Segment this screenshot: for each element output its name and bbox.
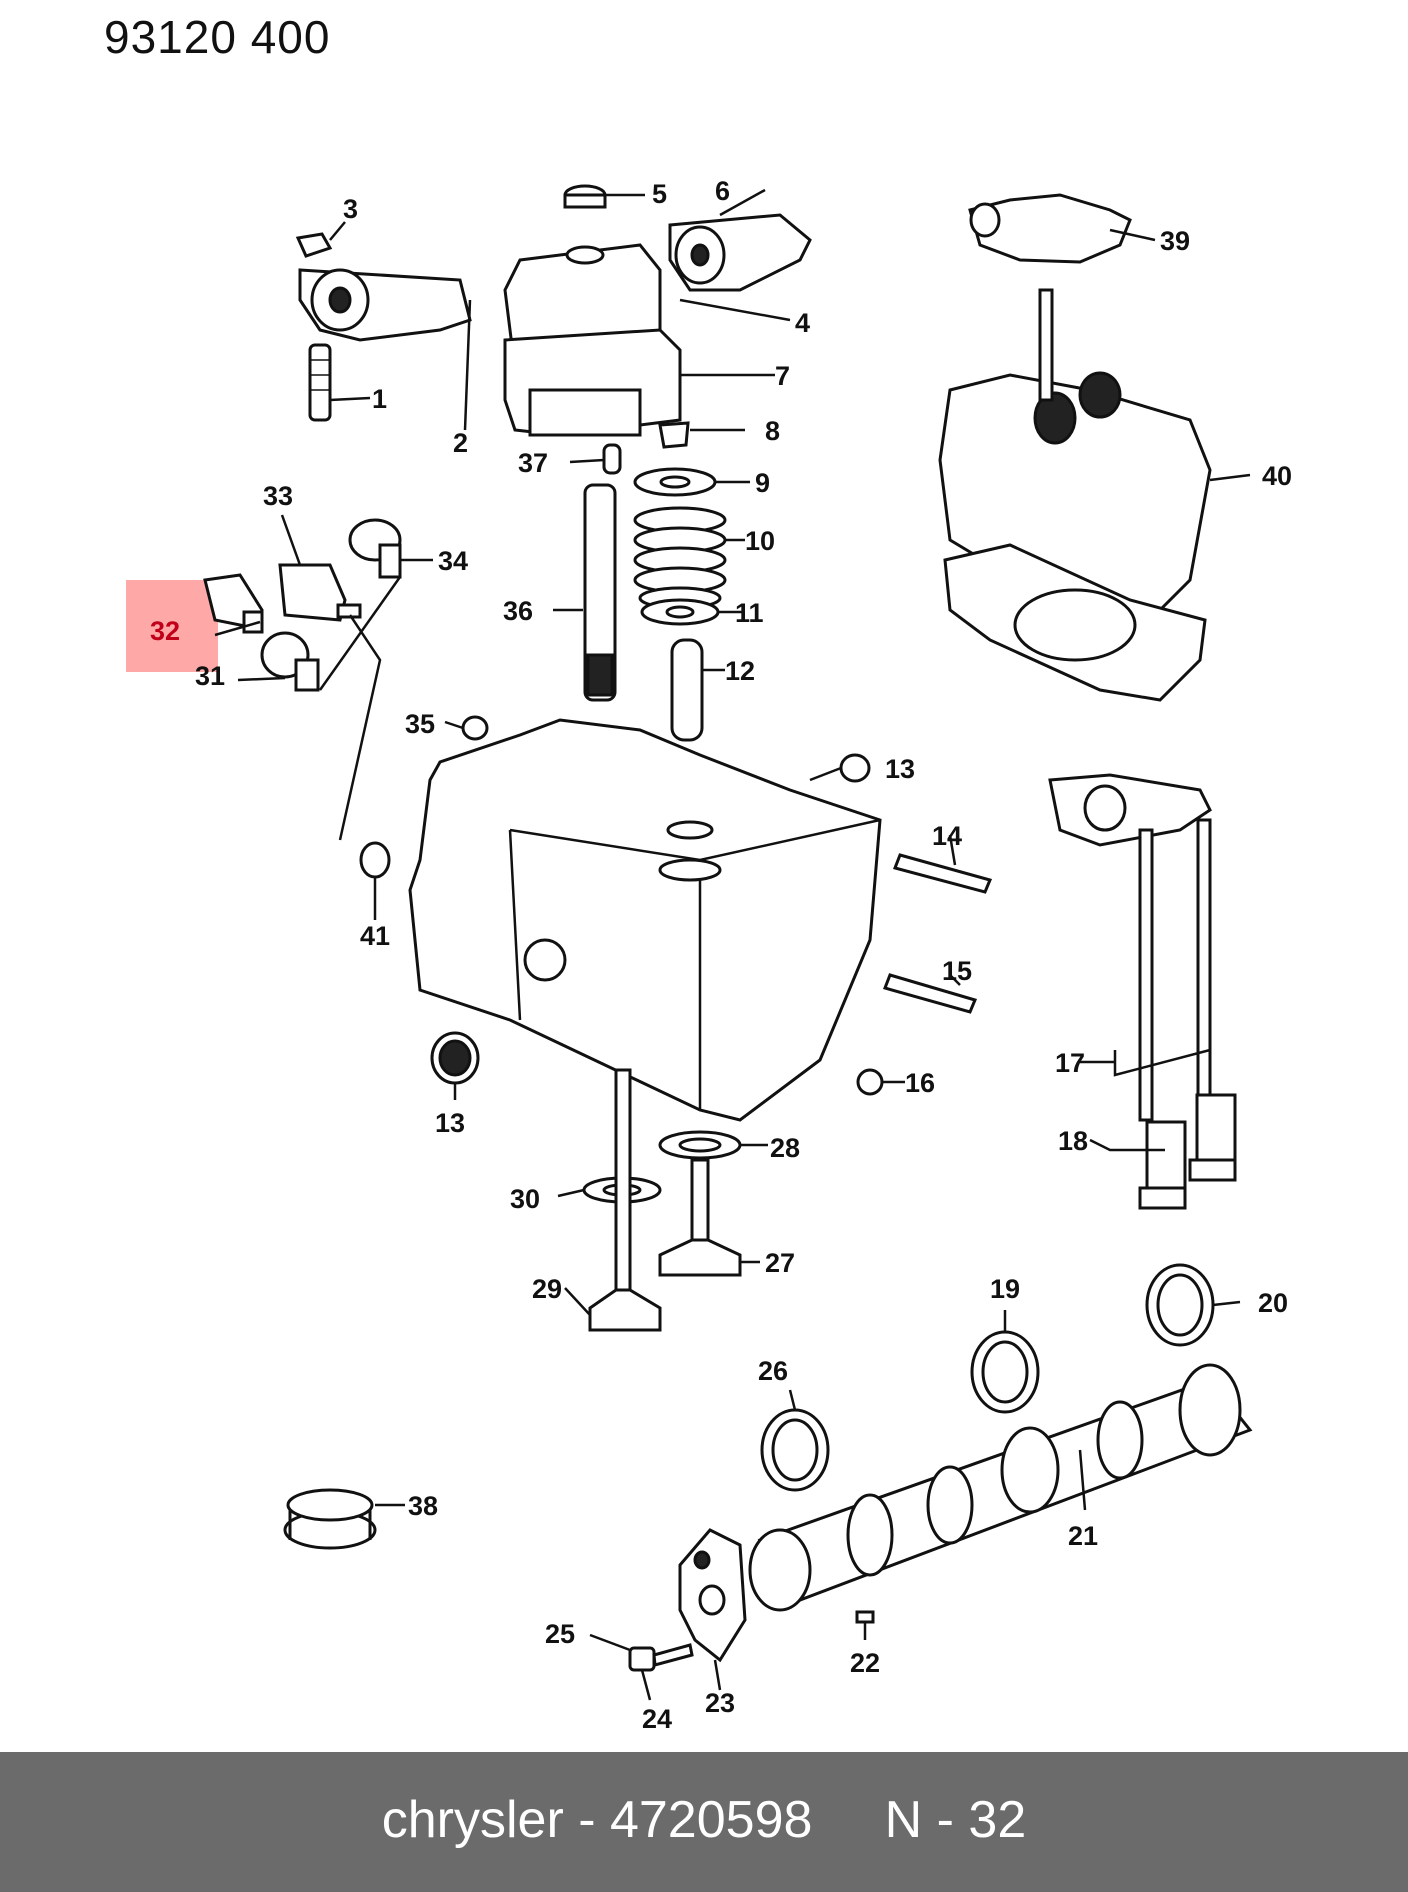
thrust-plate-23 <box>678 1528 747 1663</box>
label-34: 34 <box>438 546 468 576</box>
label-1: 1 <box>372 384 387 414</box>
label-22: 22 <box>850 1648 880 1678</box>
label-38: 38 <box>408 1491 438 1521</box>
exploded-parts-diagram: 1 2 3 4 5 6 7 8 9 10 11 12 13 13 14 15 1… <box>126 176 1292 1734</box>
seal-13 <box>430 1031 480 1085</box>
valve-cotter <box>658 421 690 449</box>
label-33: 33 <box>263 481 293 511</box>
adjusting-screw <box>308 343 332 422</box>
rocker-shaft-bracket <box>503 243 682 437</box>
spring-retainer <box>633 467 717 497</box>
rocker-assembly-39 <box>968 193 1132 264</box>
label-37: 37 <box>518 448 548 478</box>
stud-14 <box>893 853 993 894</box>
footer-bar: chrysler - 4720598 N - 32 <box>0 1752 1408 1892</box>
part-labels: 1 2 3 4 5 6 7 8 9 10 11 12 13 13 14 15 1… <box>150 176 1292 1734</box>
label-32: 32 <box>150 616 180 646</box>
label-9: 9 <box>755 468 770 498</box>
label-11: 11 <box>735 598 764 628</box>
pushrod-36 <box>583 483 617 702</box>
label-2: 2 <box>453 428 468 458</box>
valve-spring <box>633 506 727 610</box>
camshaft-21 <box>748 1363 1253 1612</box>
label-7: 7 <box>775 361 790 391</box>
bearing-26 <box>760 1408 830 1492</box>
cylinder-head <box>408 718 882 1122</box>
bolt-24 <box>628 1643 694 1672</box>
label-23: 23 <box>705 1688 735 1718</box>
valve-guide <box>670 638 704 742</box>
rocker-arm-left <box>298 268 472 342</box>
gasket-41 <box>359 841 391 879</box>
label-15: 15 <box>942 956 972 986</box>
label-13-top: 13 <box>885 754 915 784</box>
valve-29 <box>588 1068 662 1332</box>
label-41: 41 <box>360 921 390 951</box>
label-6: 6 <box>715 176 730 206</box>
label-3: 3 <box>343 194 358 224</box>
plug-13-top <box>839 753 871 783</box>
label-18: 18 <box>1058 1126 1088 1156</box>
diagram-code: 93120 400 <box>104 11 331 63</box>
key-22 <box>855 1610 875 1624</box>
highlight-box <box>126 580 218 672</box>
valve-27 <box>658 1158 742 1277</box>
label-21: 21 <box>1068 1521 1098 1551</box>
cap-5 <box>563 184 607 209</box>
label-27: 27 <box>765 1248 795 1278</box>
bearing-20 <box>1145 1263 1215 1347</box>
label-28: 28 <box>770 1133 800 1163</box>
sensor-32 <box>203 573 264 634</box>
label-26: 26 <box>758 1356 788 1386</box>
valve-seat-28 <box>658 1130 742 1160</box>
plug-16 <box>856 1068 884 1096</box>
label-30: 30 <box>510 1184 540 1214</box>
label-5: 5 <box>652 179 667 209</box>
label-40: 40 <box>1262 461 1292 491</box>
label-35: 35 <box>405 709 435 739</box>
label-14: 14 <box>932 821 962 851</box>
label-8: 8 <box>765 416 780 446</box>
label-25: 25 <box>545 1619 575 1649</box>
stud-15 <box>883 973 978 1014</box>
label-36: 36 <box>503 596 533 626</box>
label-16: 16 <box>905 1068 935 1098</box>
spring-seat <box>640 598 720 626</box>
sensor-33 <box>278 563 362 622</box>
cap-34 <box>348 518 402 579</box>
label-29: 29 <box>532 1274 562 1304</box>
label-24: 24 <box>642 1704 672 1734</box>
seal-38 <box>283 1488 377 1550</box>
label-13-bottom: 13 <box>435 1108 465 1138</box>
label-12: 12 <box>725 656 755 686</box>
cylinder-head-40 <box>938 288 1212 702</box>
nut-3 <box>295 232 333 258</box>
lifters-18 <box>1138 1093 1237 1210</box>
leader-lines <box>214 188 1251 1701</box>
label-19: 19 <box>990 1274 1020 1304</box>
label-39: 39 <box>1160 226 1190 256</box>
label-10: 10 <box>745 526 775 556</box>
rocker-assembly-right <box>1048 773 1212 847</box>
bearing-19 <box>970 1330 1040 1414</box>
label-17: 17 <box>1055 1048 1085 1078</box>
label-31: 31 <box>195 661 225 691</box>
pin-37 <box>602 443 622 475</box>
rocker-arm-right <box>668 213 812 292</box>
footer-text: chrysler - 4720598 N - 32 <box>381 1791 1027 1849</box>
label-4: 4 <box>795 308 810 338</box>
label-20: 20 <box>1258 1288 1288 1318</box>
pushrods-17 <box>1138 818 1212 1122</box>
plug-35 <box>461 715 489 741</box>
washer-31 <box>260 631 320 692</box>
